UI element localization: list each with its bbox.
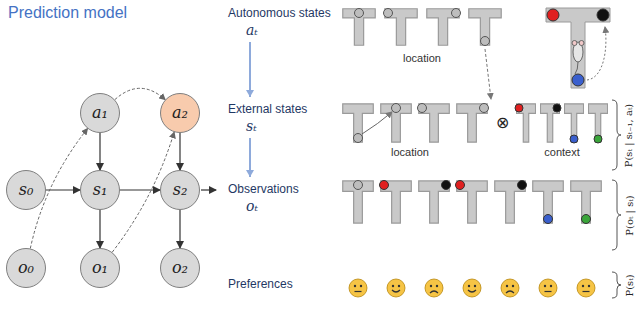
location-dot xyxy=(392,104,401,113)
state-node: s₀ xyxy=(6,170,46,210)
location-dot xyxy=(418,104,427,113)
t-maze xyxy=(343,104,374,142)
policy-arrow xyxy=(115,88,165,99)
location-dot xyxy=(452,9,461,18)
mouse-ear xyxy=(572,41,577,46)
t-maze xyxy=(564,104,583,142)
neutral-face xyxy=(577,279,595,297)
dependency-line xyxy=(485,49,491,99)
section-heading: Autonomous states xyxy=(228,6,331,20)
location-dot xyxy=(355,9,364,18)
location-dot xyxy=(384,9,393,18)
happy-face xyxy=(463,279,481,297)
probability-term: P(sₜ | sₜ₋₁, aₜ) xyxy=(624,103,635,167)
t-maze xyxy=(343,181,374,223)
row-caption: context xyxy=(544,146,579,158)
state-node: s₂ xyxy=(160,170,200,210)
state-node: o₀ xyxy=(6,248,46,288)
sad-face xyxy=(501,279,519,297)
node-label: a₂ xyxy=(172,104,188,122)
location-dot xyxy=(481,37,490,46)
black-cue xyxy=(553,104,561,112)
probability-term: P(oₜ | sₜ) xyxy=(624,195,635,235)
node-label: s₀ xyxy=(19,181,34,199)
mouse-tail xyxy=(575,62,578,74)
state-node: a₂ xyxy=(160,93,200,133)
autonomous-mazes xyxy=(343,9,501,46)
red-cue xyxy=(456,181,465,190)
green-cue xyxy=(594,135,602,143)
bracket xyxy=(612,100,621,170)
t-maze xyxy=(588,104,607,142)
red-cue xyxy=(515,104,523,112)
state-node: a₁ xyxy=(80,93,120,133)
state-node: o₁ xyxy=(80,248,120,288)
external-mazes xyxy=(343,104,608,144)
mouse-ear xyxy=(579,41,584,46)
black-cue xyxy=(597,9,609,21)
t-maze xyxy=(533,181,564,223)
node-label: o₁ xyxy=(92,259,108,277)
row-caption: location xyxy=(403,52,441,64)
row-caption: location xyxy=(391,146,429,158)
blue-cue xyxy=(572,74,584,86)
section-heading: External states xyxy=(228,102,307,116)
bracket xyxy=(612,180,621,250)
section-heading: Observations xyxy=(228,182,299,196)
dependency-arrow xyxy=(99,133,100,170)
product-symbol: ⊗ xyxy=(496,113,509,132)
diagram-title: Prediction model xyxy=(8,4,127,22)
neutral-face xyxy=(349,279,367,297)
node-label: s₁ xyxy=(93,181,108,199)
sad-face xyxy=(425,279,443,297)
transition-arrow xyxy=(362,112,392,134)
red-cue xyxy=(380,181,389,190)
happy-face xyxy=(387,279,405,297)
dependency-arrow xyxy=(179,210,180,248)
move-arrow xyxy=(587,27,606,80)
location-dot xyxy=(480,104,489,113)
location-dot xyxy=(354,134,363,143)
node-label: a₁ xyxy=(92,104,108,122)
continuation-arrow xyxy=(201,189,216,190)
dependency-arrow xyxy=(46,189,80,190)
t-maze xyxy=(381,104,412,142)
observation-mazes xyxy=(343,181,602,224)
preference-faces xyxy=(349,279,595,297)
t-maze xyxy=(343,9,375,45)
green-cue xyxy=(582,215,591,224)
variable-symbol: oₜ xyxy=(246,198,258,214)
node-label: o₂ xyxy=(172,259,188,277)
dependency-arrow xyxy=(99,210,100,248)
bracket xyxy=(612,272,621,298)
brackets xyxy=(612,100,621,298)
t-maze xyxy=(546,8,610,88)
flow-arrow xyxy=(249,138,251,177)
dependency-arrow xyxy=(120,189,160,190)
t-maze xyxy=(469,9,501,45)
blue-cue xyxy=(570,135,578,143)
blue-cue xyxy=(544,215,553,224)
variable-symbol: aₜ xyxy=(246,22,258,38)
black-cue xyxy=(442,181,451,190)
location-dot xyxy=(354,181,363,190)
dependency-arrow xyxy=(179,133,180,170)
node-label: s₂ xyxy=(173,181,188,199)
variable-symbol: sₜ xyxy=(246,118,257,134)
probability-term: P(sₜ) xyxy=(623,274,634,296)
state-node: o₂ xyxy=(160,248,200,288)
black-cue xyxy=(518,181,527,190)
node-label: o₀ xyxy=(18,259,34,277)
t-maze xyxy=(571,181,602,223)
flow-arrow xyxy=(249,42,251,97)
section-heading: Preferences xyxy=(228,277,293,291)
mouse-maze-picture xyxy=(546,8,610,88)
neutral-face xyxy=(539,279,557,297)
state-node: s₁ xyxy=(80,170,120,210)
red-cue xyxy=(547,9,559,21)
